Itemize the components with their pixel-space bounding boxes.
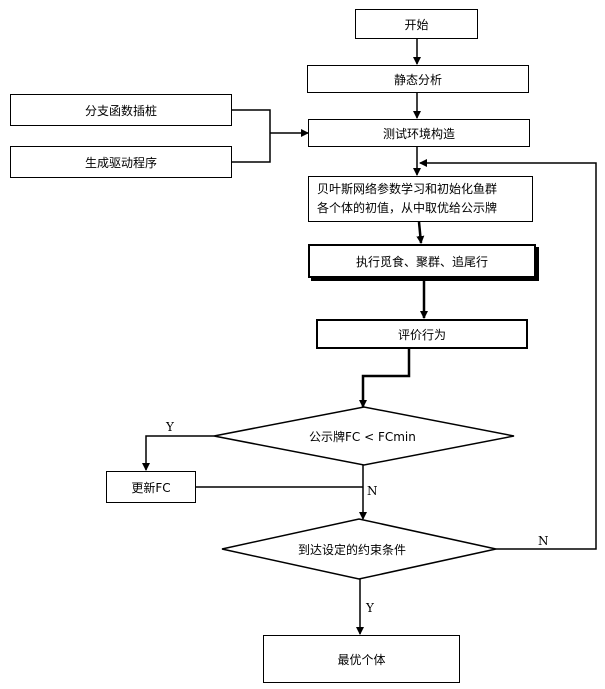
edge-init-to-behaviors xyxy=(416,221,425,244)
behaviors-label: 执行觅食、聚群、追尾行 xyxy=(355,254,488,269)
gen-driver-box: 生成驱动程序 xyxy=(10,146,232,178)
edge-label-end-no: N xyxy=(538,534,549,548)
static-analysis-box: 静态分析 xyxy=(307,65,529,93)
start-box: 开始 xyxy=(355,9,478,39)
evaluate-label: 评价行为 xyxy=(397,327,446,342)
best-box: 最优个体 xyxy=(263,635,460,683)
decision-end-diamond xyxy=(221,518,497,580)
edge-stub-merge xyxy=(232,109,271,163)
start-label: 开始 xyxy=(404,17,429,32)
edge-label-fc-no: N xyxy=(367,484,378,498)
best-label: 最优个体 xyxy=(337,652,386,667)
update-fc-box: 更新FC xyxy=(106,471,196,503)
init-label-line1: 贝叶斯网络参数学习和初始化鱼群 xyxy=(317,182,498,196)
edge-label-fc-yes: Y xyxy=(166,420,174,434)
behaviors-box: 执行觅食、聚群、追尾行 xyxy=(308,244,536,278)
test-env-label: 测试环境构造 xyxy=(382,126,455,141)
decision-fc-diamond xyxy=(213,406,515,466)
decision-end-label: 到达设定的约束条件 xyxy=(298,543,407,557)
gen-driver-label: 生成驱动程序 xyxy=(84,155,157,170)
branch-stub-box: 分支函数插桩 xyxy=(10,94,232,126)
evaluate-box: 评价行为 xyxy=(316,319,528,349)
edge-eval-to-decision xyxy=(359,349,411,408)
decision-fc-label: 公示牌FC < FCmin xyxy=(309,430,416,444)
init-label-line2: 各个体的初值，从中取优给公示牌 xyxy=(317,201,498,215)
edge-label-end-yes: Y xyxy=(366,601,374,615)
test-env-box: 测试环境构造 xyxy=(308,119,530,147)
static-analysis-label: 静态分析 xyxy=(393,72,442,87)
init-box: 贝叶斯网络参数学习和初始化鱼群 各个体的初值，从中取优给公示牌 xyxy=(308,176,533,222)
update-fc-label: 更新FC xyxy=(131,480,171,495)
branch-stub-label: 分支函数插桩 xyxy=(84,103,157,118)
edge-fc-yes xyxy=(142,435,214,471)
edge-end-no-loop xyxy=(419,159,597,550)
